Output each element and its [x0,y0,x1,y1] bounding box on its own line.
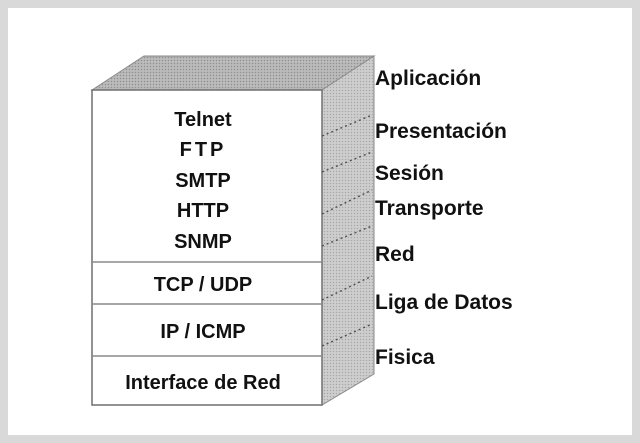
cube-front-face [91,89,323,406]
osi-layer-transporte: Transporte [375,197,484,220]
protocol-ftp: FTP [180,139,227,161]
osi-layer-sesion: Sesión [375,162,444,185]
internet-protocols-label: IP / ICMP [160,321,245,343]
osi-guide-lines [321,114,373,347]
protocol-snmp: SNMP [174,231,232,253]
osi-layer-presentacion: Presentación [375,120,507,143]
protocol-telnet: Telnet [174,109,232,131]
cube-side-face [321,55,375,406]
protocol-smtp: SMTP [175,170,231,192]
network-interface-label: Interface de Red [125,372,281,394]
osi-layer-red: Red [375,243,415,266]
osi-layer-aplicacion: Aplicación [375,67,481,90]
osi-layer-liga-de-datos: Liga de Datos [375,291,513,314]
osi-layer-fisica: Fisica [375,346,435,369]
protocol-http: HTTP [177,200,229,222]
transport-protocols-label: TCP / UDP [154,274,253,296]
